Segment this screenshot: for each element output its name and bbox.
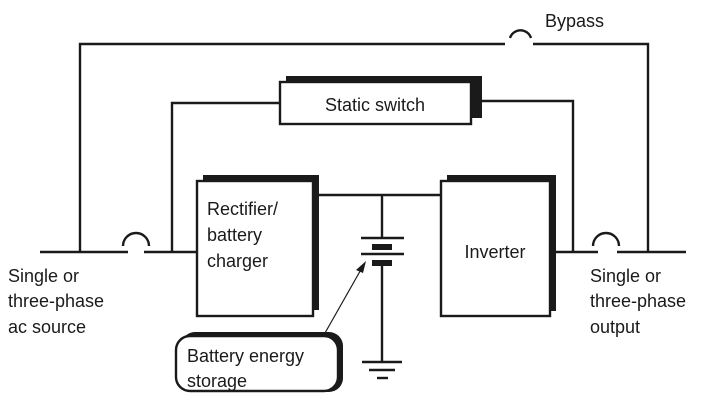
rectifier-charger: Rectifier/ battery charger (195, 175, 319, 318)
source-label-line1: Single or (8, 266, 79, 286)
static-switch-wire-right (475, 99, 575, 252)
battery-storage-callout: Battery energy storage (174, 332, 343, 393)
source-label-line2: three-phase (8, 291, 104, 311)
battery-plate-short-2 (372, 260, 392, 266)
output-label-line1: Single or (590, 266, 661, 286)
rectifier-label-line2: battery (207, 225, 262, 245)
battery-pointer-arrow (324, 261, 366, 334)
rectifier-box (195, 179, 315, 318)
static-switch: Static switch (170, 76, 575, 252)
bypass-wire-right (533, 42, 650, 252)
input-crossover-hop (121, 231, 151, 247)
rectifier-label-line3: charger (207, 251, 268, 271)
battery-plate-short-1 (372, 244, 392, 250)
bypass-path: Bypass (78, 11, 650, 252)
inverter: Inverter (439, 175, 556, 318)
inverter-label: Inverter (464, 242, 525, 262)
input-line: Single or three-phase ac source (8, 231, 197, 337)
output-line: Single or three-phase output (556, 231, 686, 337)
static-switch-wire-left (170, 101, 280, 252)
battery-label-line1: Battery energy (187, 346, 304, 366)
callout-box (174, 334, 340, 393)
ground-icon (362, 360, 402, 380)
output-label-line2: three-phase (590, 291, 686, 311)
bypass-crossover-hop (508, 29, 533, 39)
source-label-line3: ac source (8, 317, 86, 337)
battery-label-line2: storage (187, 371, 247, 391)
static-switch-box (278, 80, 473, 126)
output-crossover-hop (591, 231, 621, 247)
dc-bus (319, 193, 441, 380)
bypass-label: Bypass (545, 11, 604, 31)
output-label-line3: output (590, 317, 640, 337)
arrow-head-icon (356, 261, 366, 273)
rectifier-label-line1: Rectifier/ (207, 199, 278, 219)
static-switch-label: Static switch (325, 95, 425, 115)
inverter-box (439, 179, 552, 318)
bypass-wire-left (78, 42, 505, 252)
